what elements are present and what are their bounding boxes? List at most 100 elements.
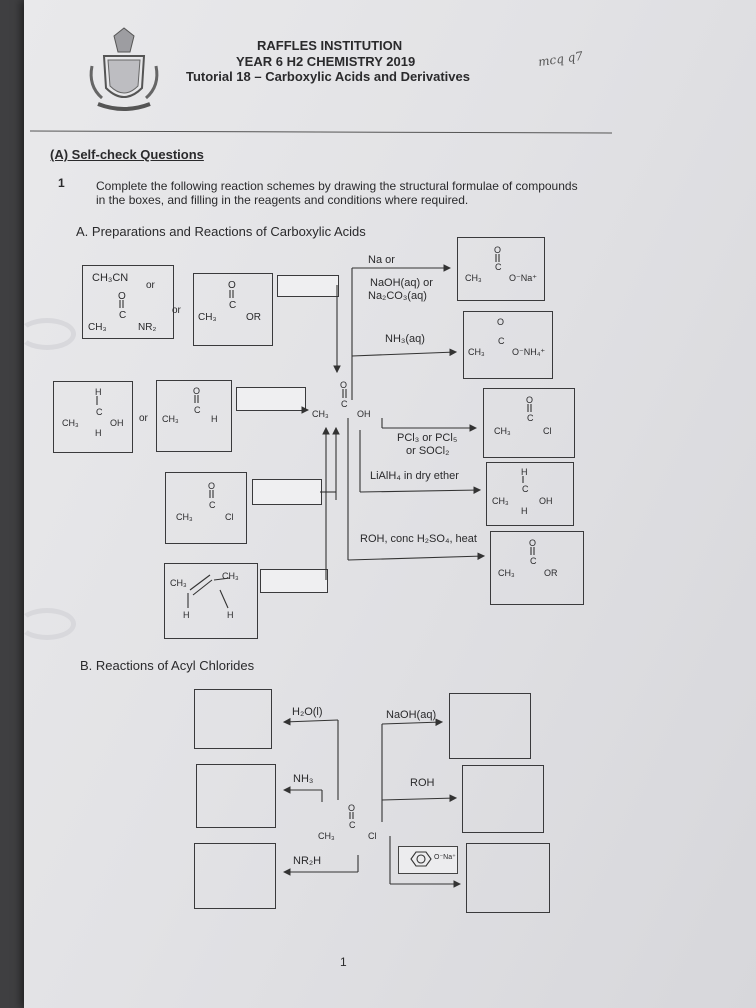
- ester-product-box: [490, 531, 584, 605]
- alkene-box: [164, 563, 258, 639]
- answer-box-hydrolysis-reagent[interactable]: [252, 479, 322, 505]
- atom-oh: OH: [539, 496, 553, 506]
- or-label: or: [139, 413, 148, 424]
- atom-c: C: [495, 262, 502, 272]
- atom-ch3: CH₃: [494, 426, 511, 436]
- atom-cl: Cl: [225, 512, 234, 522]
- course-title: YEAR 6 H2 CHEMISTRY 2019: [236, 54, 416, 69]
- answer-box-oxidative-cleavage[interactable]: [260, 569, 328, 593]
- or-label: or: [172, 305, 181, 316]
- acyl-chloride-reactant-box: [165, 472, 247, 544]
- reagent-esterification: ROH, conc H₂SO₄, heat: [360, 533, 477, 545]
- atom-c: C: [530, 556, 537, 566]
- atom-o: O: [118, 291, 126, 302]
- atom-ch3: CH₃: [498, 568, 515, 578]
- atom-onh4: O⁻NH₄⁺: [512, 347, 546, 357]
- atom-h: H: [183, 610, 190, 620]
- atom-cl: Cl: [543, 426, 552, 436]
- atom-or: OR: [246, 312, 261, 323]
- school-crest-logo: [89, 27, 159, 111]
- atom-o: O: [494, 245, 502, 255]
- atom-h: H: [521, 467, 528, 477]
- tutorial-title: Tutorial 18 – Carboxylic Acids and Deriv…: [186, 69, 470, 84]
- reagent-nr2h: NR₂H: [293, 855, 322, 867]
- reagent-h2o: H₂O(l): [292, 706, 323, 718]
- page-number: 1: [340, 955, 347, 969]
- ethanol-box: [53, 381, 133, 453]
- sodium-carboxylate-box: [457, 237, 545, 301]
- answer-box-carboxylic-acid[interactable]: [194, 689, 272, 749]
- reagent-nh3: NH₃: [293, 773, 314, 785]
- atom-o: O: [348, 803, 356, 813]
- atom-c: C: [498, 336, 505, 346]
- reagent-nh3: NH₃(aq): [385, 333, 425, 345]
- atom-h: H: [227, 610, 234, 620]
- question-text: Complete the following reaction schemes …: [96, 179, 578, 193]
- atom-o: O: [529, 538, 537, 548]
- section-heading: (A) Self-check Questions: [50, 147, 204, 162]
- atom-o: O: [208, 481, 216, 491]
- atom-h: H: [521, 506, 528, 516]
- part-a-title: A. Preparations and Reactions of Carboxy…: [76, 224, 366, 239]
- atom-oh: OH: [110, 418, 124, 428]
- atom-c: C: [527, 413, 534, 423]
- reagent-naoh: NaOH(aq): [386, 709, 437, 721]
- atom-ch3: CH₃: [468, 347, 485, 357]
- atom-cl: Cl: [368, 831, 377, 841]
- atom-ch3: CH₃: [62, 418, 79, 428]
- phenoxide-label: O⁻Na⁺: [434, 854, 456, 861]
- answer-box-phenyl-ester[interactable]: [466, 843, 550, 913]
- answer-box-reagent-ester[interactable]: [277, 275, 339, 297]
- atom-ch3: CH₃: [198, 312, 217, 323]
- atom-ch3: CH₃: [88, 322, 107, 333]
- atom-ch3: CH₃: [162, 414, 179, 424]
- atom-h: H: [95, 428, 102, 438]
- ethanol-product-box: [486, 462, 574, 526]
- answer-box-substituted-amide[interactable]: [194, 843, 276, 909]
- atom-c: C: [229, 300, 237, 311]
- reagent-lialh4: LiAlH₄ in dry ether: [370, 470, 459, 482]
- binder-ring: [18, 318, 76, 350]
- atom-c: C: [96, 407, 103, 417]
- atom-c: C: [349, 820, 356, 830]
- ester-box: [193, 273, 273, 346]
- reagent-socl2: or SOCl₂: [406, 445, 450, 457]
- atom-ch3: CH₃: [492, 496, 509, 506]
- ch3cn-label: CH₃CN: [92, 272, 129, 284]
- atom-ch3: CH₃: [176, 512, 193, 522]
- atom-c: C: [522, 484, 529, 494]
- atom-o: O: [193, 386, 201, 396]
- acyl-chloride-box: [483, 388, 575, 458]
- question-number: 1: [58, 176, 65, 190]
- reagent-roh: ROH: [410, 777, 435, 789]
- question-text: in the boxes, and filling in the reagent…: [96, 193, 469, 207]
- answer-box-amide[interactable]: [196, 764, 276, 828]
- answer-box-oxidation-reagent[interactable]: [236, 387, 306, 411]
- atom-c: C: [209, 500, 216, 510]
- atom-c: C: [119, 310, 127, 321]
- atom-ona: O⁻Na⁺: [509, 273, 538, 283]
- binder-ring: [18, 608, 76, 640]
- atom-oh: OH: [357, 409, 371, 419]
- aldehyde-box: [156, 380, 232, 452]
- school-name: RAFFLES INSTITUTION: [257, 38, 403, 53]
- or-label: or: [146, 280, 155, 291]
- phenoxide-reagent-box: [398, 846, 458, 874]
- atom-c: C: [194, 405, 201, 415]
- nitrile-amide-box: [82, 265, 174, 339]
- reagent-na2co3: Na₂CO₃(aq): [368, 290, 427, 302]
- atom-h: H: [95, 387, 102, 397]
- atom-o: O: [526, 395, 534, 405]
- atom-o: O: [340, 380, 348, 390]
- ammonium-carboxylate-box: [463, 311, 553, 379]
- answer-box-carboxylate[interactable]: [449, 693, 531, 759]
- atom-o: O: [228, 280, 236, 291]
- atom-ch3: CH₃: [312, 409, 329, 419]
- part-b-title: B. Reactions of Acyl Chlorides: [80, 658, 255, 673]
- reagent-pcl: PCl₃ or PCl₅: [397, 432, 458, 444]
- reagent-naoh: NaOH(aq) or: [370, 277, 433, 289]
- answer-box-ester[interactable]: [462, 765, 544, 833]
